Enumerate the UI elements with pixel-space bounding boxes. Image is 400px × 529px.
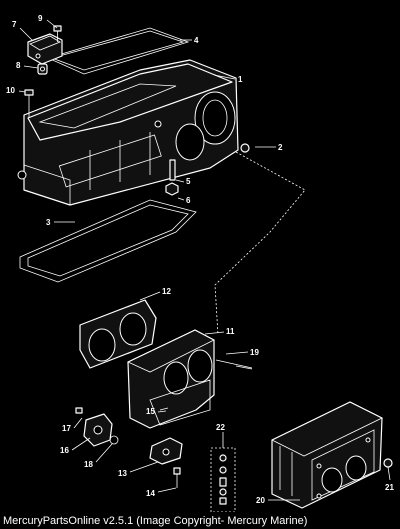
part-14-bolt (173, 467, 181, 488)
callout-18: 18 (84, 460, 93, 469)
part-1-plenum (17, 59, 239, 206)
callout-22: 22 (216, 423, 225, 432)
callout-19: 19 (250, 348, 259, 357)
part-17-screw (75, 407, 83, 414)
callout-9: 9 (38, 14, 43, 23)
callout-17: 17 (62, 424, 71, 433)
copyright-footer: MercuryPartsOnline v2.5.1 (Image Copyrig… (3, 515, 308, 527)
part-19-screw (235, 365, 253, 370)
part-10-bolt (24, 89, 34, 118)
callout-21: 21 (385, 483, 394, 492)
part-12-gasket (79, 299, 157, 369)
callout-6: 6 (186, 196, 191, 205)
part-18-o-ring (109, 435, 119, 445)
callout-2: 2 (278, 143, 283, 152)
callout-14: 14 (146, 489, 155, 498)
callout-11: 11 (226, 327, 235, 336)
callout-13: 13 (118, 469, 127, 478)
exploded-parts-diagram: 9 7 4 8 1 10 2 5 6 3 12 11 19 15 17 22 1… (6, 14, 394, 512)
part-22-hardware-kit (210, 447, 236, 512)
part-16-sensor (83, 413, 113, 447)
part-3-gasket (19, 199, 197, 283)
callout-3: 3 (46, 218, 51, 227)
callout-10: 10 (6, 86, 15, 95)
part-6-nut (165, 182, 179, 196)
callout-labels: 9 7 4 8 1 10 2 5 6 3 12 11 19 15 17 22 1… (6, 14, 394, 505)
callout-4: 4 (194, 36, 199, 45)
leader-lines (18, 19, 391, 501)
part-8-grommet (37, 63, 48, 75)
callout-20: 20 (256, 496, 265, 505)
callout-5: 5 (186, 177, 191, 186)
part-20-flame-arrestor (271, 401, 383, 509)
callout-7: 7 (12, 20, 17, 29)
callout-8: 8 (16, 61, 21, 70)
callout-12: 12 (162, 287, 171, 296)
part-2-plug (240, 143, 250, 153)
callout-1: 1 (238, 75, 243, 84)
part-21-nut (383, 458, 393, 468)
part-11-throttle-body (127, 329, 253, 429)
part-15-screw (159, 407, 169, 411)
callout-15: 15 (146, 407, 155, 416)
part-7-sensor (27, 33, 63, 65)
part-5-stud (169, 159, 176, 181)
alignment-line (214, 151, 306, 336)
part-13-bracket (149, 437, 183, 465)
part-4-gasket (46, 27, 190, 75)
part-9-screw (53, 25, 62, 42)
callout-16: 16 (60, 446, 69, 455)
